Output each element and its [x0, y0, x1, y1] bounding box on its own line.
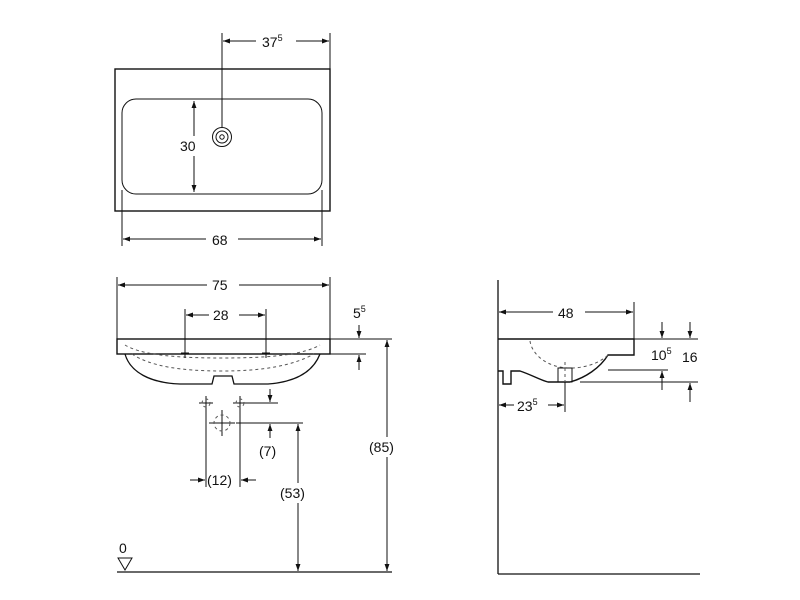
tap-hole-icon — [212, 127, 232, 147]
top-view: 375 30 68 — [114, 30, 331, 249]
tap-hole-icon — [181, 349, 270, 358]
bowl-depth-label: 30 — [180, 138, 196, 154]
floor-level-icon — [117, 557, 133, 571]
hole-spacing-label: 28 — [213, 307, 229, 323]
basin-rim — [116, 338, 331, 355]
water-outlet-icon — [199, 396, 247, 410]
drain-height-label: (53) — [280, 485, 305, 501]
outlet-height-label: (7) — [259, 443, 276, 459]
basin-profile — [498, 338, 635, 385]
projection-label: 48 — [558, 305, 574, 321]
front-view: 75 28 55 (7) (12) (53) (85) 0 — [116, 274, 407, 573]
bowl-hidden-line — [529, 340, 609, 369]
rim-thickness-label: 55 — [353, 304, 366, 321]
tap-offset-label: 375 — [262, 33, 283, 50]
bowl-height-label: 105 — [651, 346, 672, 363]
bowl-hidden-line-inner — [124, 344, 321, 359]
overall-width-label: 75 — [212, 277, 228, 293]
floor-level-label: 0 — [119, 540, 127, 556]
rim-height-label: (85) — [369, 439, 394, 455]
drain-outlet-icon — [209, 410, 235, 436]
outlet-spacing-label: (12) — [207, 472, 232, 488]
bowl-width-label: 68 — [212, 232, 228, 248]
bowl-hidden-line — [131, 353, 315, 372]
side-view: 48 105 16 235 — [497, 280, 700, 575]
bowl-underside — [124, 353, 321, 385]
drain-offset-label: 235 — [517, 397, 538, 414]
total-height-label: 16 — [682, 349, 698, 365]
